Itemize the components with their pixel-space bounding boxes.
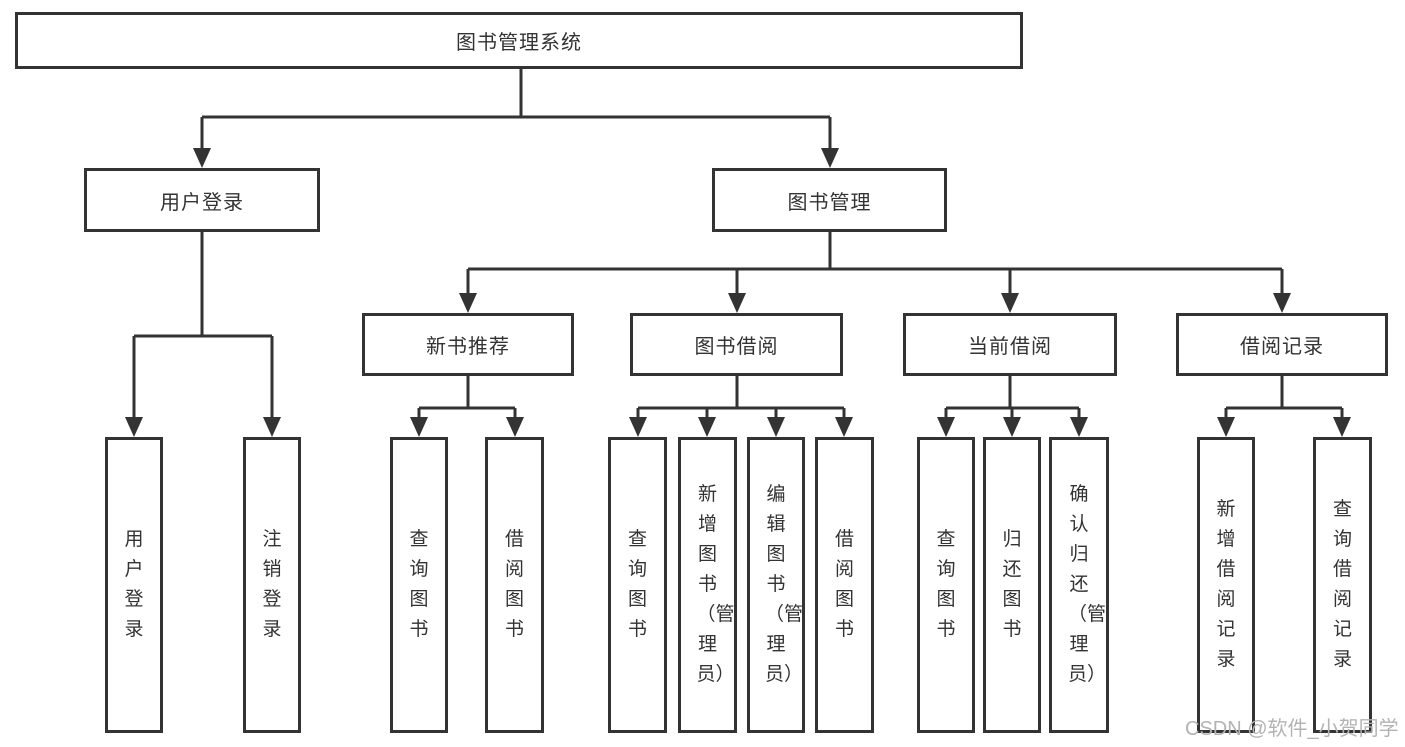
node-label: 用户登录	[160, 191, 244, 214]
node-label: 编辑图书（管理员）	[765, 484, 804, 685]
node-library-management-system: 图书管理系统	[15, 12, 1023, 69]
leaf-add-borrow-record: 新增借阅记录	[1197, 437, 1255, 733]
leaf-confirm-return-admin: 确认归还（管理员）	[1049, 437, 1109, 733]
leaf-return-books: 归还图书	[983, 437, 1041, 733]
node-user-login: 用户登录	[84, 168, 320, 232]
node-label: 借阅图书	[834, 529, 854, 640]
node-label: 查询图书	[627, 529, 647, 640]
tree-edges	[132, 69, 1344, 419]
node-book-management: 图书管理	[712, 168, 947, 232]
leaf-add-books-admin: 新增图书（管理员）	[678, 437, 737, 733]
node-label: 当前借阅	[968, 336, 1052, 358]
node-borrowing-records: 借阅记录	[1176, 313, 1388, 376]
node-label: 注销登录	[262, 529, 282, 640]
node-new-book-recommendation: 新书推荐	[362, 313, 574, 376]
node-label: 查询图书	[409, 529, 429, 640]
node-label: 查询图书	[936, 529, 956, 640]
leaf-borrow-books-borrowing: 借阅图书	[815, 437, 874, 733]
node-label: 归还图书	[1002, 529, 1022, 640]
node-label: 查询借阅记录	[1332, 499, 1352, 670]
node-current-borrowing: 当前借阅	[903, 313, 1117, 376]
leaf-query-borrow-record: 查询借阅记录	[1313, 437, 1372, 733]
leaf-borrow-books-recommend: 借阅图书	[485, 437, 544, 733]
node-label: 图书管理系统	[456, 32, 582, 54]
leaf-query-books-current: 查询图书	[917, 437, 975, 733]
leaf-query-books-recommend: 查询图书	[390, 437, 448, 733]
node-label: 用户登录	[124, 529, 144, 640]
leaf-edit-books-admin: 编辑图书（管理员）	[747, 437, 805, 733]
csdn-watermark: CSDN @软件_小贺同学	[1185, 718, 1399, 740]
node-label: 图书管理	[787, 191, 872, 214]
node-label: 新增图书（管理员）	[696, 484, 735, 685]
node-book-borrowing: 图书借阅	[630, 313, 843, 376]
node-label: 新书推荐	[426, 336, 510, 358]
arrow-down-icons	[125, 148, 1351, 437]
node-label: 确认归还（管理员）	[1068, 484, 1107, 685]
leaf-logout-login: 注销登录	[243, 437, 301, 733]
leaf-query-books-borrowing: 查询图书	[608, 437, 667, 733]
node-label: 图书借阅	[694, 336, 779, 358]
node-label: 借阅图书	[504, 529, 524, 640]
leaf-user-login: 用户登录	[105, 437, 163, 733]
node-label: 借阅记录	[1240, 336, 1324, 358]
node-label: 新增借阅记录	[1216, 499, 1236, 670]
